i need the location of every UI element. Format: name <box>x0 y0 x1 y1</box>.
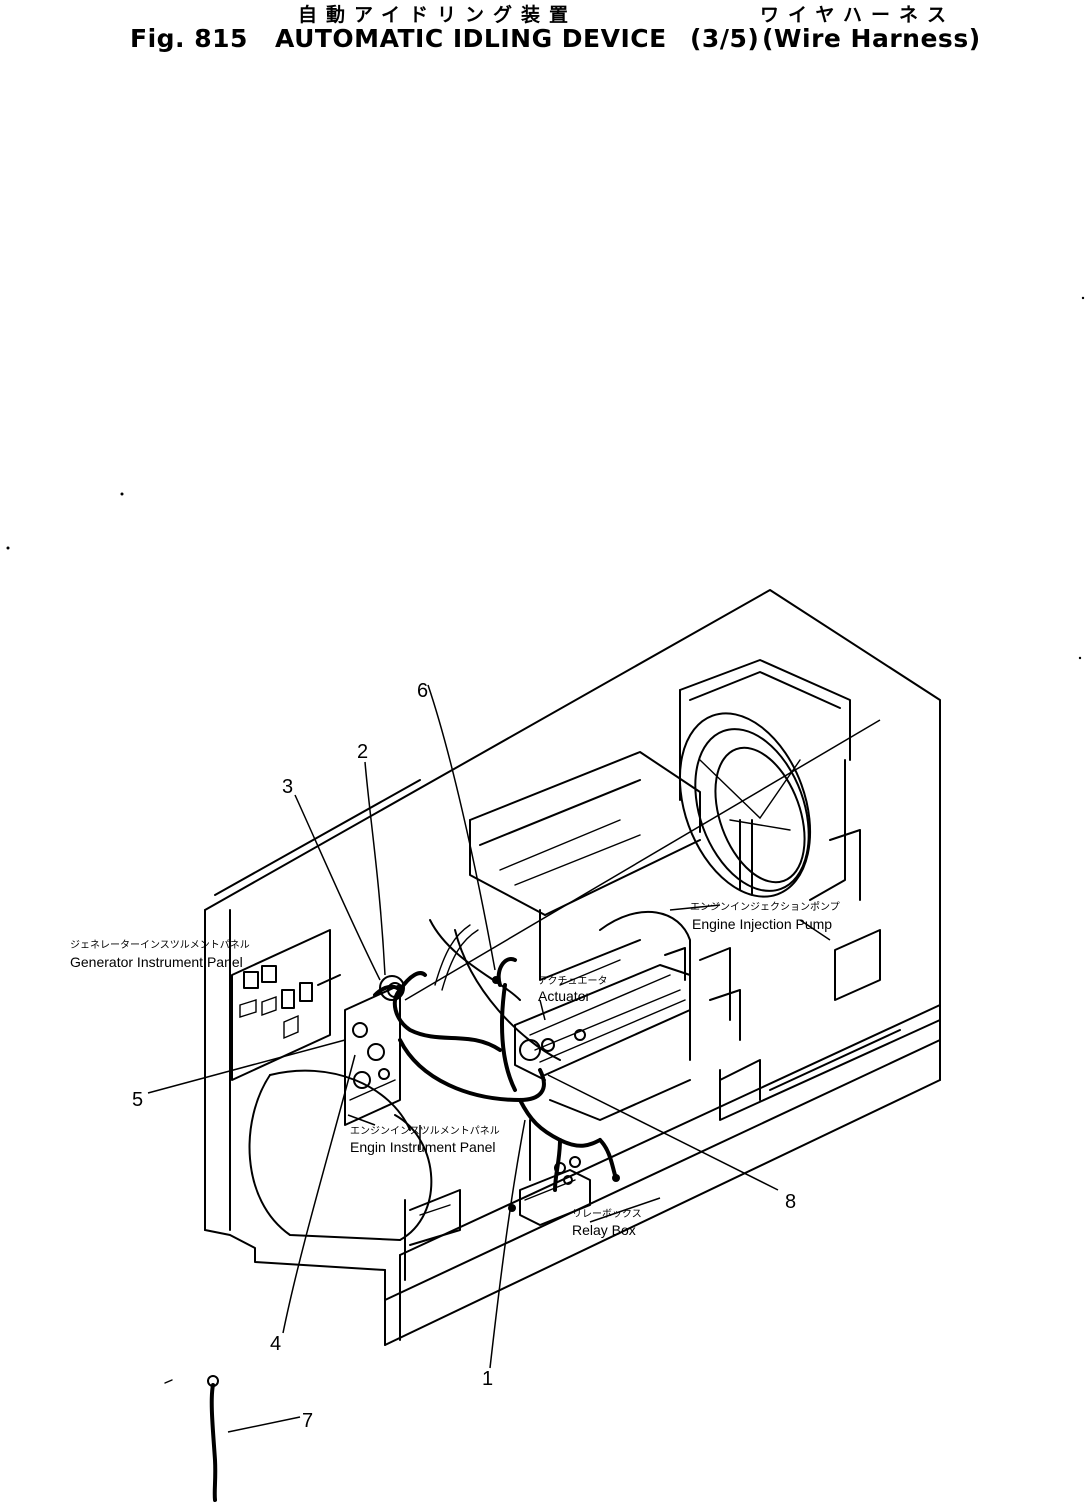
actuator-label-jp: アクチュエータ <box>538 975 608 987</box>
injection-pump-label-jp: エンジンインジェクションポンプ <box>690 901 840 913</box>
engine-instrument-panel <box>344 984 401 1126</box>
title-jp-sub: ワイヤハーネス <box>760 4 956 26</box>
callout-2: 2 <box>357 741 368 763</box>
scan-specks <box>6 296 1085 660</box>
generator-instrument-panel <box>231 929 341 1081</box>
title-jp-main: 自動アイドリング装置 <box>298 4 578 26</box>
callout-6: 6 <box>417 680 428 702</box>
engine-panel-label-jp: エンジンインスツルメントパネル <box>350 1125 500 1137</box>
callout-5: 5 <box>132 1089 143 1111</box>
callout-8: 8 <box>785 1191 796 1213</box>
part-7-wire <box>164 1375 219 1502</box>
leader-lines <box>147 684 881 1433</box>
callout-1: 1 <box>482 1368 493 1390</box>
engine-panel-label-en: Engin Instrument Panel <box>350 1139 496 1155</box>
housing <box>204 589 941 1346</box>
generator <box>248 1069 461 1281</box>
radiator-fan <box>678 659 881 1001</box>
injection-pump-assembly <box>514 947 761 1101</box>
callout-3: 3 <box>282 776 293 798</box>
actuator-label-en: Actuator <box>538 988 590 1004</box>
wire-harness <box>373 924 620 1212</box>
generator-panel-label-en: Generator Instrument Panel <box>70 954 243 970</box>
callout-4: 4 <box>270 1333 281 1355</box>
figure-title: Fig. 815 AUTOMATIC IDLING DEVICE (3/5) (… <box>0 24 1090 58</box>
generator-panel-label-jp: ジェネレーターインスツルメントパネル <box>70 939 250 951</box>
component-labels: ジェネレーターインスツルメントパネル Generator Instrument … <box>70 901 840 1238</box>
engine <box>429 751 701 1181</box>
injection-pump-label-en: Engine Injection Pump <box>692 916 832 932</box>
figure-sheet: (3/5) <box>690 24 760 53</box>
callout-7: 7 <box>302 1410 313 1432</box>
relay-box-label-jp: リレーボックス <box>572 1208 642 1220</box>
figure-title-en: AUTOMATIC IDLING DEVICE <box>275 24 667 53</box>
relay-box-label-en: Relay Box <box>572 1222 636 1238</box>
figure-number: Fig. 815 <box>130 24 248 53</box>
title-japanese: 自動アイドリング装置 ワイヤハーネス <box>0 0 1090 26</box>
callout-numbers: 1 2 3 4 5 6 7 8 <box>132 680 796 1432</box>
figure-subtitle: (Wire Harness) <box>762 24 981 53</box>
